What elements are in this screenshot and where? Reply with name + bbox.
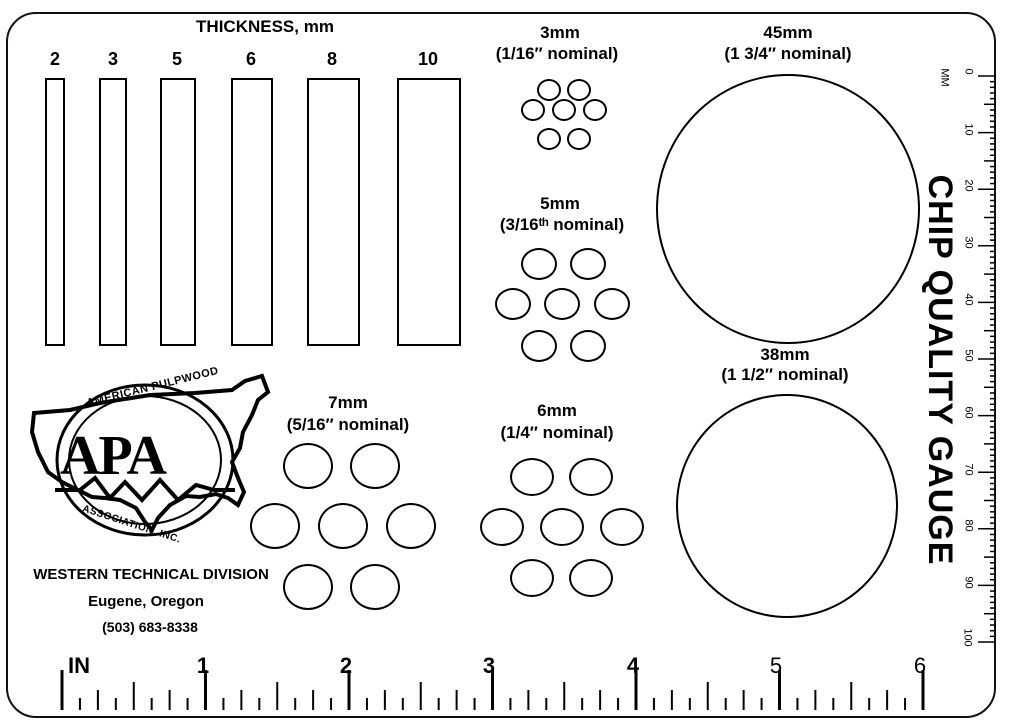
hole-5mm — [495, 288, 531, 320]
hole-5mm — [594, 288, 630, 320]
hole-7mm — [318, 503, 368, 549]
hole-size-6mm: 6mm — [537, 401, 577, 420]
slot-2mm — [45, 78, 65, 346]
hole-5mm — [570, 248, 606, 280]
hole-7mm — [283, 564, 333, 610]
slot-8mm — [307, 78, 360, 346]
hole-nominal-7mm: (5/16″ nominal) — [286, 415, 410, 434]
hole-size-5mm: 5mm — [540, 194, 580, 213]
hole-6mm — [569, 559, 613, 597]
circle-size-45mm: 45mm — [763, 23, 813, 42]
slot-10mm — [397, 78, 461, 346]
hole-6mm — [569, 458, 613, 496]
slot-3mm — [99, 78, 127, 346]
hole-size-3mm: 3mm — [540, 23, 580, 42]
thickness-title: THICKNESS, mm — [196, 17, 334, 36]
hole-3mm — [567, 79, 591, 101]
hole-7mm — [283, 443, 333, 489]
ruler-in-unit: IN — [68, 653, 90, 678]
hole-6mm — [480, 508, 524, 546]
org-city: Eugene, Oregon — [88, 593, 204, 610]
hole-3mm — [583, 99, 607, 121]
hole-7mm — [350, 564, 400, 610]
thickness-label-8: 8 — [326, 49, 338, 69]
hole-7mm — [350, 443, 400, 489]
hole-5mm — [570, 330, 606, 362]
thickness-label-3: 3 — [107, 49, 119, 69]
hole-nominal-6mm: (1/4″ nominal) — [500, 423, 614, 442]
hole-3mm — [537, 79, 561, 101]
circle-45mm — [656, 74, 920, 344]
hole-7mm — [386, 503, 436, 549]
circle-nominal-45mm: (1 3/4″ nominal) — [724, 44, 852, 63]
logo-apa: APA — [60, 425, 167, 487]
circle-size-38mm: 38mm — [760, 345, 810, 364]
thickness-label-6: 6 — [245, 49, 257, 69]
hole-3mm — [567, 128, 591, 150]
hole-nominal-3mm: (1/16″ nominal) — [495, 44, 619, 63]
hole-6mm — [510, 559, 554, 597]
org-division: WESTERN TECHNICAL DIVISION — [33, 566, 269, 583]
hole-nominal-5mm: (3/16ᵗʰ nominal) — [499, 215, 625, 234]
slot-5mm — [160, 78, 196, 346]
hole-5mm — [521, 248, 557, 280]
hole-7mm — [250, 503, 300, 549]
hole-3mm — [537, 128, 561, 150]
org-phone: (503) 683-8338 — [102, 619, 198, 635]
hole-6mm — [510, 458, 554, 496]
hole-5mm — [544, 288, 580, 320]
circle-38mm — [676, 394, 898, 618]
hole-6mm — [600, 508, 644, 546]
thickness-label-10: 10 — [417, 49, 439, 69]
hole-3mm — [552, 99, 576, 121]
hole-5mm — [521, 330, 557, 362]
hole-6mm — [540, 508, 584, 546]
slot-6mm — [231, 78, 273, 346]
thickness-label-2: 2 — [49, 49, 61, 69]
usa-map-icon — [29, 373, 271, 534]
circle-nominal-38mm: (1 1/2″ nominal) — [721, 365, 849, 384]
hole-3mm — [521, 99, 545, 121]
thickness-label-5: 5 — [171, 49, 183, 69]
hole-size-7mm: 7mm — [328, 393, 368, 412]
